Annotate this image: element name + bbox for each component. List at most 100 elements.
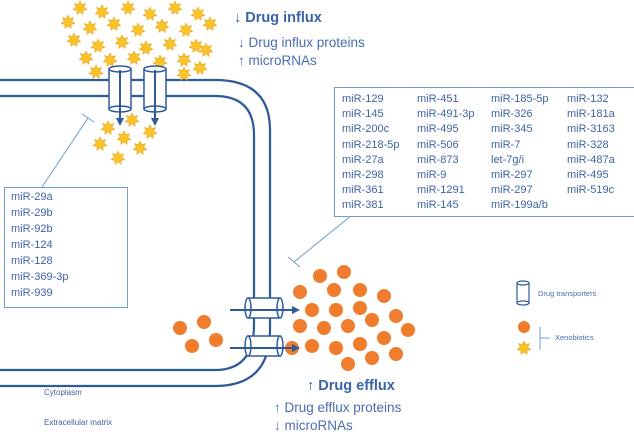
xenobiotic-circle	[401, 323, 415, 337]
legend-xenobiotics-label: Xenobiotics	[555, 333, 594, 342]
xenobiotic-circle	[327, 283, 341, 297]
left-mirna-item: miR-939	[11, 287, 53, 299]
cytoplasm-label: Cytoplasm	[44, 388, 82, 397]
xenobiotic-circle	[377, 331, 391, 345]
right-mirna-item: miR-326	[491, 108, 533, 121]
influx-proteins-label: ↓ Drug influx proteins	[238, 35, 365, 50]
right-mirna-box: miR-129 miR-451 miR-185-5p miR-132 miR-145 mi…	[334, 87, 634, 217]
right-mirna-item: miR-506	[417, 138, 459, 151]
xenobiotic-circles	[173, 265, 415, 371]
xenobiotic-star	[72, 0, 88, 15]
efflux-transporter-1	[244, 297, 284, 319]
left-mirna-item: miR-92b	[11, 223, 53, 235]
right-mirna-item: miR-297	[491, 169, 533, 181]
right-mirna-item: miR-298	[342, 169, 384, 181]
xenobiotic-circle	[353, 301, 367, 315]
right-mirna-item: miR-873	[417, 153, 459, 166]
membrane-outer-line	[0, 78, 272, 388]
xenobiotic-circle	[293, 285, 307, 299]
right-mirna-item: miR-7	[491, 138, 521, 151]
right-mirna-item: miR-145	[417, 199, 459, 212]
xenobiotic-star	[114, 34, 130, 49]
legend-transporter-icon	[516, 280, 530, 306]
xenobiotic-circle	[305, 303, 319, 317]
xenobiotic-star	[82, 20, 98, 35]
influx-transporter-2	[143, 65, 167, 113]
xenobiotic-circle	[293, 319, 307, 333]
right-mirna-inhibition-connector	[287, 214, 353, 268]
efflux-arrows	[230, 306, 300, 352]
xenobiotic-star	[132, 140, 148, 155]
xenobiotic-star	[116, 130, 132, 145]
xenobiotic-circle	[313, 269, 327, 283]
right-mirna-item: miR-495	[417, 123, 459, 136]
right-mirna-item: miR-129	[342, 93, 384, 105]
right-mirna-item: miR-199a/b	[491, 199, 548, 212]
right-mirna-item: miR-3163	[567, 123, 615, 136]
xenobiotic-circle	[365, 351, 379, 365]
right-mirna-item: miR-451	[417, 93, 459, 105]
xenobiotic-star	[176, 66, 192, 81]
xenobiotic-circle	[317, 321, 331, 335]
extracellular-matrix-label: Extracellular matrix	[44, 418, 113, 427]
membrane-inner-line	[0, 94, 256, 372]
xenobiotic-star	[154, 18, 170, 33]
xenobiotic-circle	[197, 315, 211, 329]
xenobiotic-star	[66, 32, 82, 47]
right-mirna-item: miR-218-5p	[342, 138, 400, 151]
xenobiotic-star	[176, 52, 192, 67]
legend-circle-icon	[518, 321, 530, 333]
left-mirna-item: miR-369-3p	[11, 271, 69, 283]
right-mirna-item: miR-297	[491, 184, 533, 197]
xenobiotic-star	[126, 50, 142, 65]
xenobiotic-star	[110, 150, 126, 165]
right-mirna-item: miR-491-3p	[417, 108, 475, 121]
xenobiotic-circle	[341, 319, 355, 333]
right-mirna-item: miR-487a	[567, 153, 615, 166]
right-mirna-item: miR-132	[567, 93, 609, 105]
xenobiotic-circle	[353, 337, 367, 351]
xenobiotic-star	[202, 16, 218, 31]
left-mirna-item: miR-128	[11, 255, 53, 267]
xenobiotic-circle	[185, 339, 199, 353]
xenobiotic-star	[120, 0, 136, 15]
xenobiotic-star	[60, 14, 76, 29]
left-mirna-item: miR-29b	[11, 207, 53, 219]
xenobiotic-circle	[341, 357, 355, 371]
xenobiotic-circle	[353, 283, 367, 297]
efflux-mirna-label: ↓ microRNAs	[274, 418, 353, 433]
efflux-transporter-2	[244, 335, 284, 357]
right-mirna-item: miR-345	[491, 123, 533, 136]
xenobiotic-star	[92, 136, 108, 151]
efflux-proteins-label: ↑ Drug efflux proteins	[274, 400, 402, 415]
xenobiotic-star	[167, 0, 183, 15]
xenobiotic-circle	[329, 303, 343, 317]
xenobiotic-circle	[377, 289, 391, 303]
xenobiotic-star	[102, 52, 118, 67]
right-mirna-item: miR-9	[417, 169, 447, 181]
xenobiotic-star	[162, 36, 178, 51]
xenobiotic-star	[78, 50, 94, 65]
xenobiotic-star	[178, 22, 194, 37]
right-mirna-item: miR-200c	[342, 123, 390, 136]
xenobiotic-circle	[305, 339, 319, 353]
right-mirna-item: miR-361	[342, 184, 384, 197]
legend-star-icon	[516, 340, 532, 355]
right-mirna-item: let-7g/i	[491, 153, 525, 166]
right-mirna-item: miR-381	[342, 199, 384, 212]
xenobiotic-circle	[209, 333, 223, 347]
influx-title: ↓ Drug influx	[234, 10, 322, 26]
right-mirna-item: miR-181a	[567, 108, 615, 121]
xenobiotic-stars	[60, 0, 218, 165]
xenobiotic-circle	[389, 309, 403, 323]
xenobiotic-star	[198, 42, 214, 57]
xenobiotic-star	[190, 6, 206, 21]
right-mirna-item: miR-495	[567, 169, 609, 181]
influx-mirna-label: ↑ microRNAs	[238, 53, 317, 68]
cell-membrane	[0, 78, 272, 388]
right-mirna-item: miR-328	[567, 138, 609, 151]
efflux-title: ↑ Drug efflux	[307, 378, 395, 394]
right-mirna-item: miR-185-5p	[491, 93, 549, 105]
